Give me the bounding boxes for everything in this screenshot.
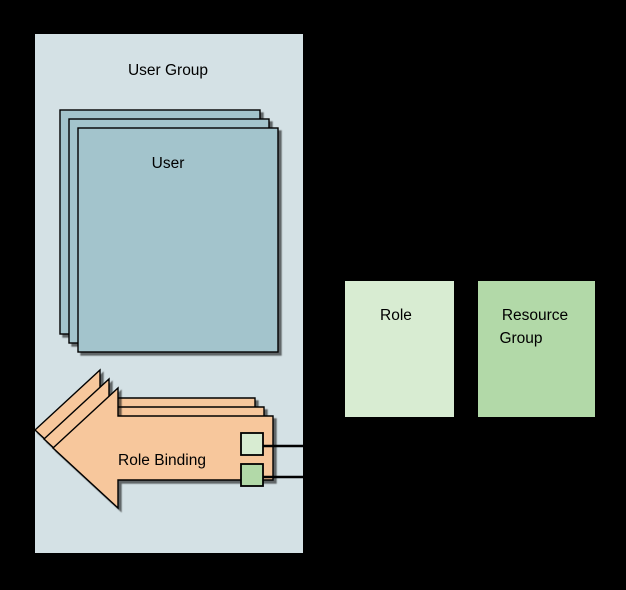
resource-group-box[interactable]: Resource Group — [478, 281, 595, 417]
role-binding-stack[interactable]: Role Binding — [33, 368, 274, 510]
role-binding-label: Role Binding — [118, 452, 206, 469]
user-label: User — [152, 155, 185, 172]
role-binding-arrow-front[interactable] — [51, 386, 274, 510]
user-group-label: User Group — [128, 62, 208, 79]
role-box[interactable]: Role — [345, 281, 454, 417]
role-port-icon[interactable] — [240, 432, 264, 456]
user-stack[interactable]: User — [59, 109, 279, 353]
resource-group-label-line1: Resource — [502, 307, 568, 324]
role-box-rect — [345, 281, 454, 417]
connector-ports[interactable] — [240, 432, 264, 487]
resource-group-label-line2: Group — [499, 330, 542, 347]
role-label: Role — [380, 307, 412, 324]
user-card-front[interactable] — [77, 127, 279, 353]
resource-group-box-rect — [478, 281, 595, 417]
resource-group-port-icon[interactable] — [240, 463, 264, 487]
